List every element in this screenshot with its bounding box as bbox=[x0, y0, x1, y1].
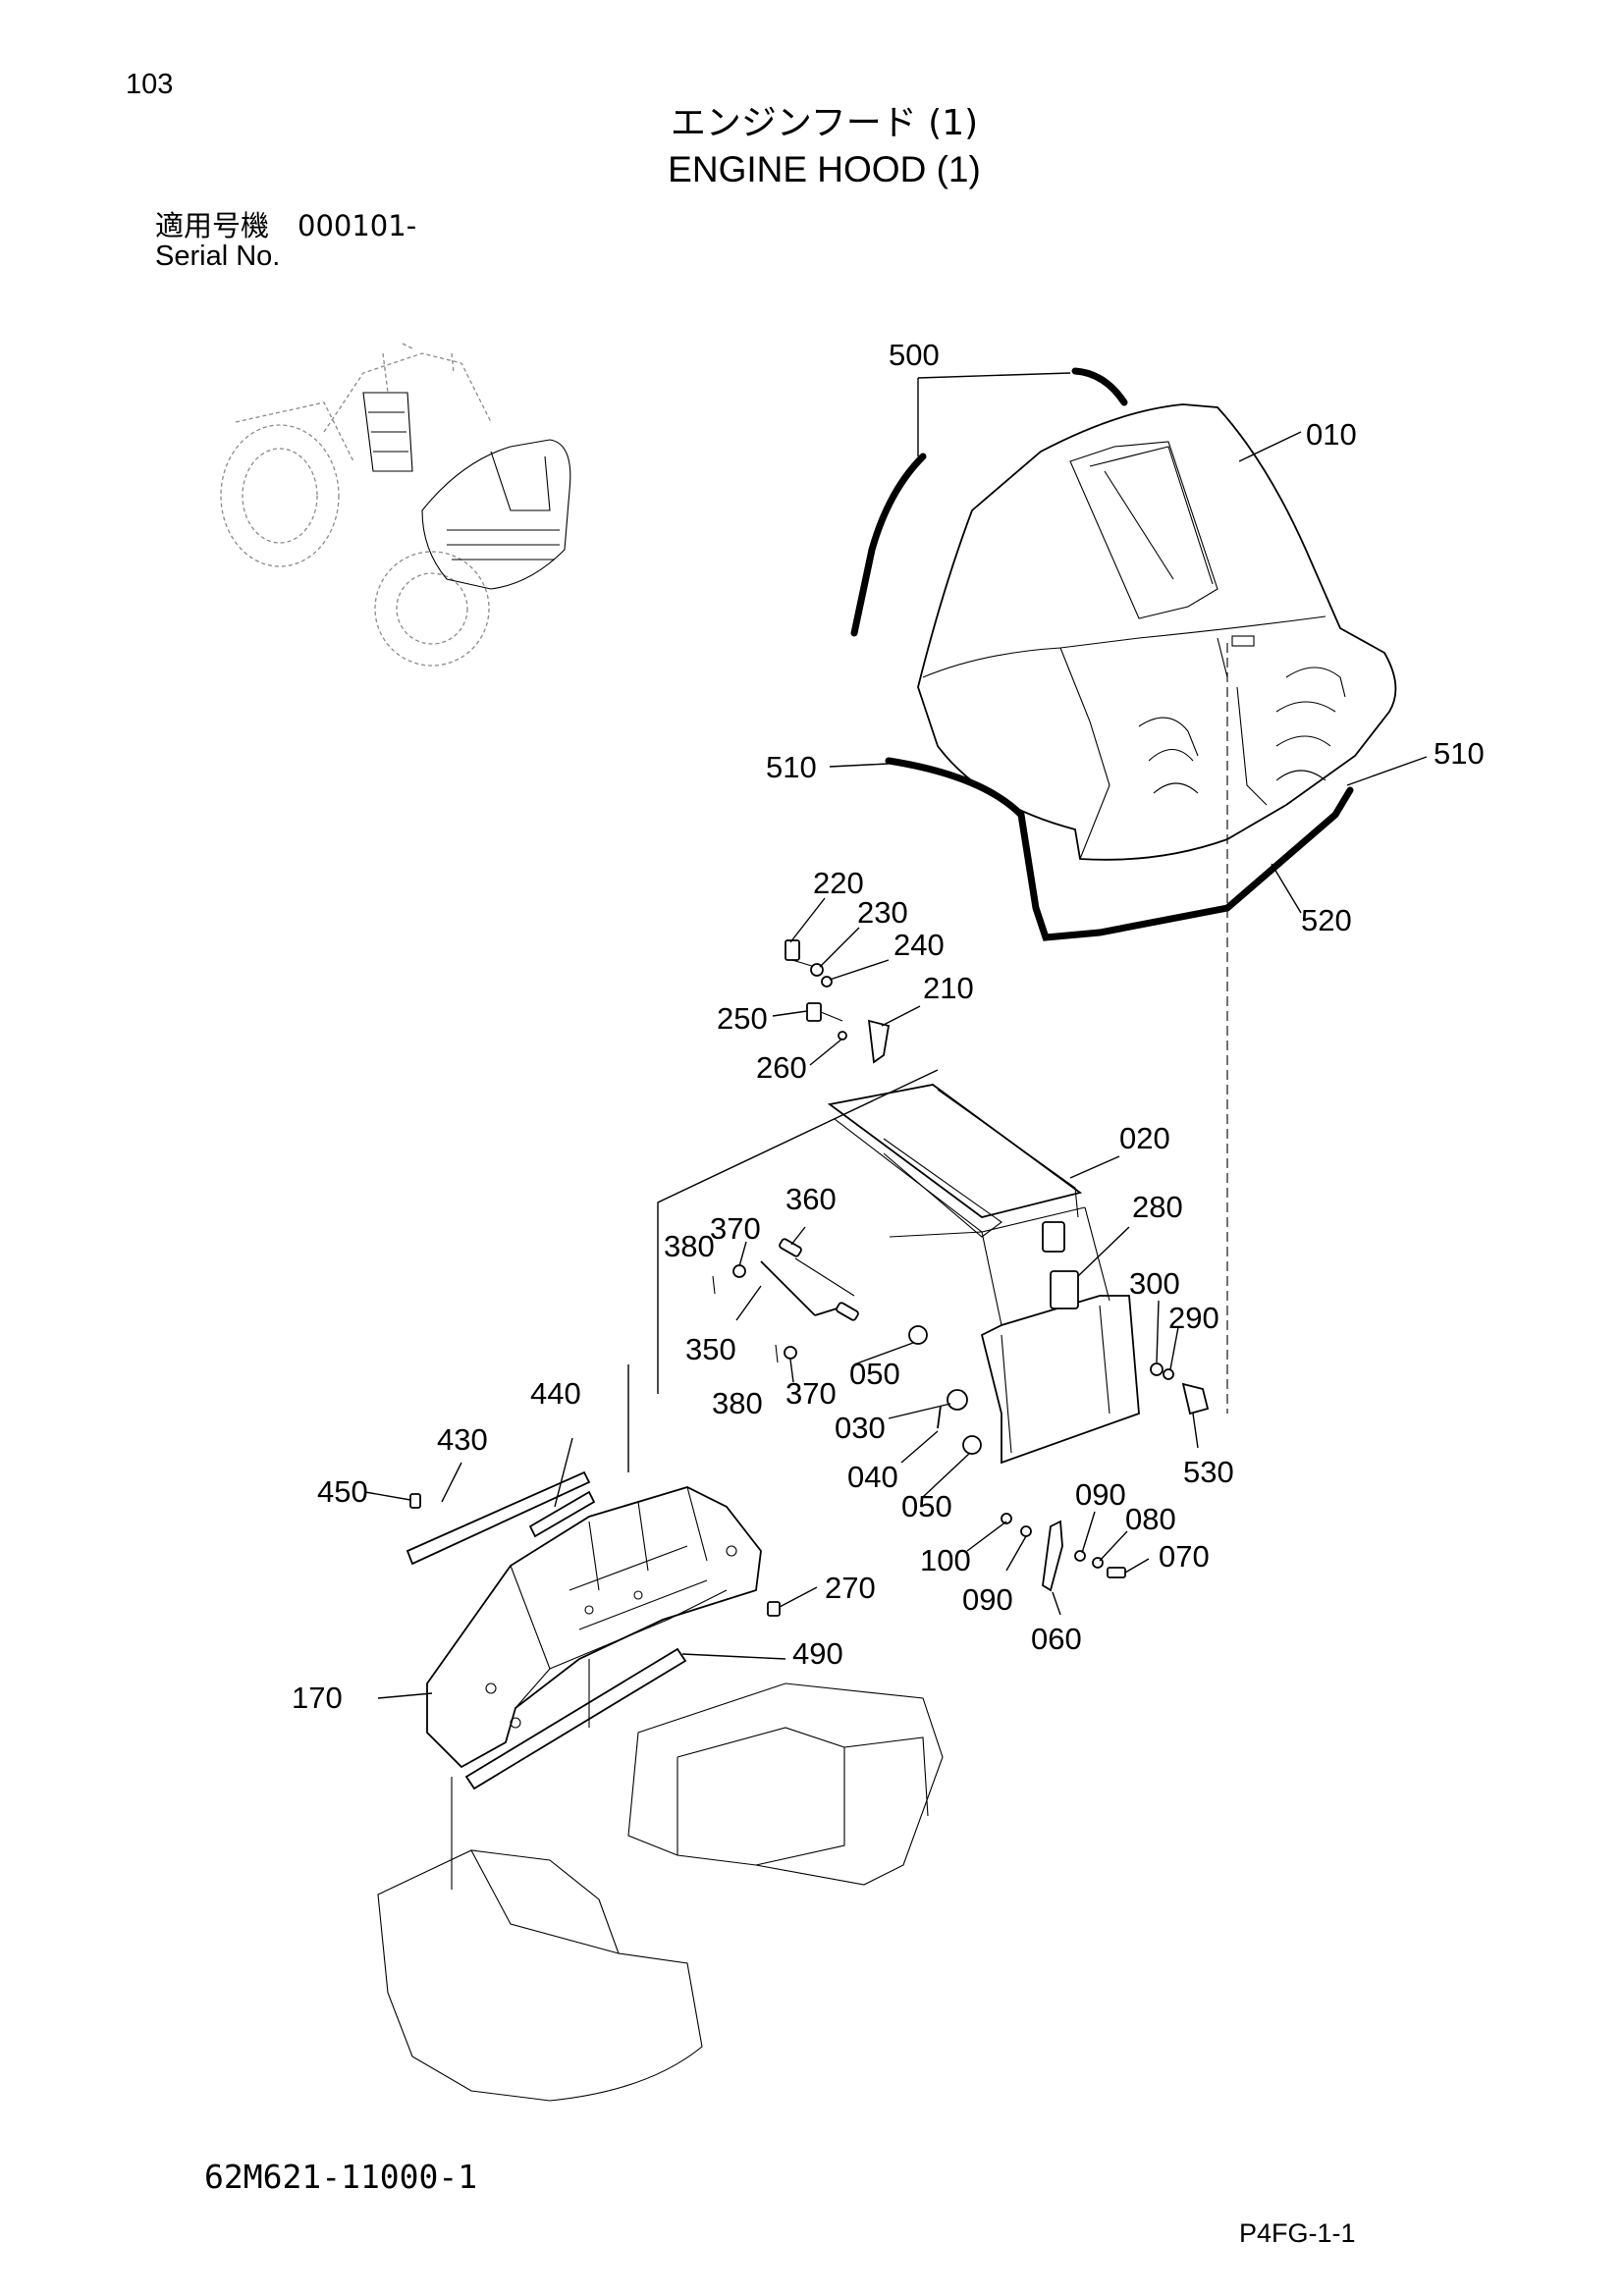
callout-370-upper: 370 bbox=[710, 1211, 761, 1246]
callout-010: 010 bbox=[1306, 417, 1357, 452]
part-500-seal-left bbox=[850, 453, 927, 637]
callout-220: 220 bbox=[813, 866, 864, 900]
callout-360: 360 bbox=[785, 1182, 837, 1216]
callout-090-lower: 090 bbox=[962, 1582, 1013, 1617]
callout-250: 250 bbox=[717, 1001, 768, 1036]
leader-lines bbox=[364, 372, 1428, 1890]
part-350-gas-strut bbox=[712, 1238, 859, 1363]
callout-300: 300 bbox=[1129, 1266, 1180, 1301]
callout-060: 060 bbox=[1031, 1622, 1082, 1656]
callout-450: 450 bbox=[317, 1474, 368, 1509]
callout-210: 210 bbox=[923, 971, 974, 1005]
callout-040: 040 bbox=[847, 1460, 898, 1494]
callout-370-lower: 370 bbox=[785, 1376, 837, 1411]
callout-280: 280 bbox=[1132, 1190, 1183, 1224]
drawing-code: 62M621-11000-1 bbox=[204, 2158, 478, 2196]
part-490-rubber-strip bbox=[464, 1647, 687, 1790]
callout-380-lower: 380 bbox=[712, 1386, 763, 1420]
part-050-cushion-upper bbox=[908, 1325, 928, 1345]
callout-030: 030 bbox=[835, 1411, 886, 1445]
callout-labels: 500 010 510 510 520 220 230 240 210 250 … bbox=[292, 338, 1485, 1715]
callout-070: 070 bbox=[1159, 1539, 1210, 1574]
callout-520: 520 bbox=[1301, 903, 1352, 937]
part-450-bolt bbox=[409, 1493, 421, 1509]
part-430-plate bbox=[406, 1470, 591, 1566]
part-270-bolt bbox=[767, 1601, 781, 1617]
fender-context-illustration bbox=[377, 1682, 944, 2102]
callout-510-right: 510 bbox=[1434, 736, 1485, 771]
part-010-engine-hood bbox=[917, 403, 1397, 861]
title-english: ENGINE HOOD (1) bbox=[668, 149, 981, 189]
callout-380-upper: 380 bbox=[664, 1229, 715, 1263]
part-500-seal-top bbox=[1071, 367, 1128, 406]
part-050-cushion-lower bbox=[962, 1435, 982, 1455]
part-030-cushion bbox=[947, 1389, 968, 1411]
callout-260: 260 bbox=[756, 1050, 807, 1085]
callout-020: 020 bbox=[1119, 1121, 1170, 1155]
hinge-fastener-cluster bbox=[785, 939, 891, 1064]
page-number: 103 bbox=[126, 69, 174, 100]
callout-490: 490 bbox=[792, 1636, 843, 1671]
callout-100: 100 bbox=[920, 1543, 971, 1577]
serial-number-label-english: Serial No. bbox=[155, 240, 281, 272]
callout-500: 500 bbox=[889, 338, 940, 372]
part-040-bolt bbox=[937, 1405, 942, 1429]
part-060-lever-group bbox=[1001, 1513, 1126, 1592]
callout-350: 350 bbox=[685, 1332, 736, 1366]
callout-050-upper: 050 bbox=[849, 1357, 900, 1391]
part-520-seal-bottom bbox=[885, 757, 1354, 941]
callout-510-left: 510 bbox=[766, 750, 817, 784]
callout-170: 170 bbox=[292, 1681, 343, 1715]
callout-230: 230 bbox=[857, 895, 908, 930]
part-440-plate bbox=[528, 1490, 596, 1538]
part-170-support-cover bbox=[426, 1486, 762, 1769]
part-020-hood-frame bbox=[827, 1084, 1210, 1465]
callout-090-upper: 090 bbox=[1075, 1477, 1126, 1512]
callout-530: 530 bbox=[1183, 1455, 1234, 1489]
callout-290: 290 bbox=[1168, 1301, 1219, 1335]
callout-080: 080 bbox=[1125, 1502, 1176, 1536]
callout-440: 440 bbox=[530, 1376, 581, 1411]
callout-430: 430 bbox=[437, 1422, 488, 1457]
page-code: P4FG-1-1 bbox=[1239, 2218, 1356, 2248]
title-japanese: エンジンフード (1) bbox=[670, 103, 979, 143]
callout-270: 270 bbox=[825, 1571, 876, 1605]
callout-050-lower: 050 bbox=[901, 1489, 952, 1523]
tractor-overview-illustration bbox=[220, 343, 571, 667]
serial-number-label-japanese: 適用号機 000101- bbox=[155, 209, 417, 242]
callout-240: 240 bbox=[893, 928, 945, 962]
